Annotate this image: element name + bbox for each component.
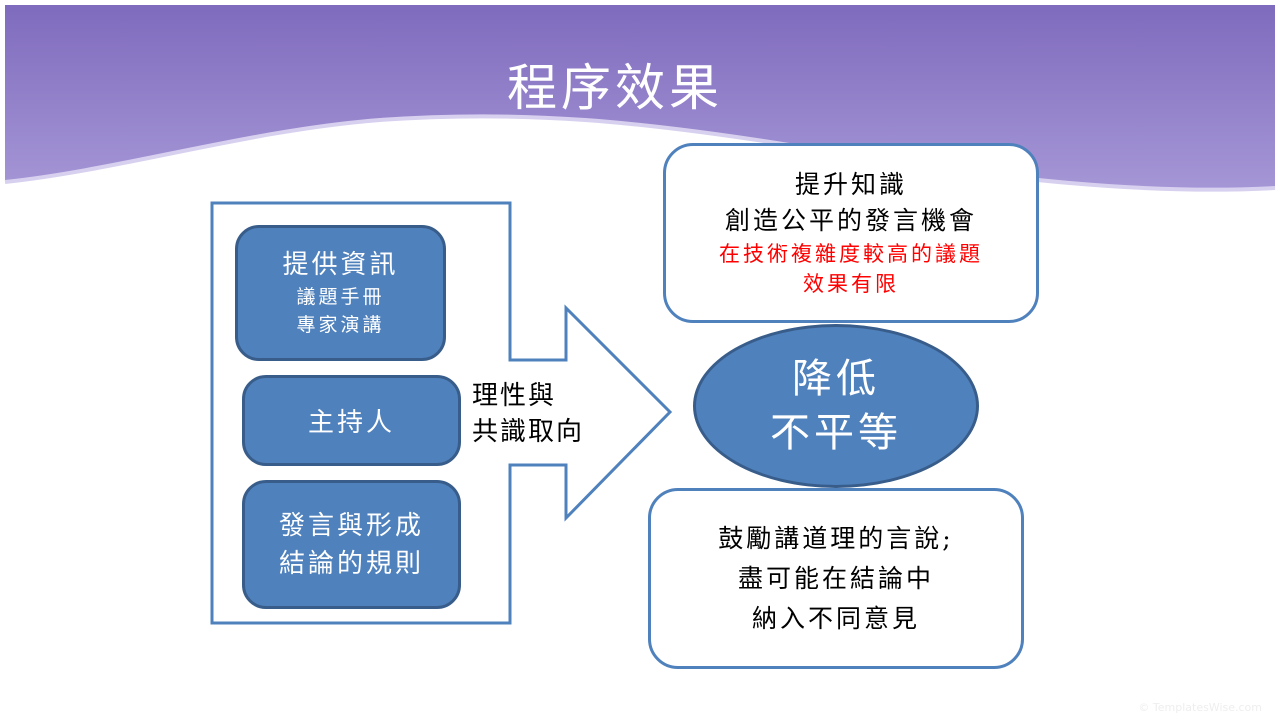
slide-title: 程序效果 [507,59,723,117]
box-moderator: 主持人 [242,375,461,466]
box-provide-info: 提供資訊 議題手冊 專家演講 [235,225,446,361]
bottom-outcome-box: 鼓勵講道理的言說; 盡可能在結論中 納入不同意見 [648,488,1024,669]
center-line: 不平等 [770,410,902,456]
arrow-label: 理性與 共識取向 [472,378,584,450]
outcome-line: 鼓勵講道理的言說; [718,523,954,553]
header-wave-highlight [4,114,1276,192]
top-outcome-box: 提升知識 創造公平的發言機會 在技術複雜度較高的議題 效果有限 [663,143,1039,323]
outcome-line: 納入不同意見 [751,603,920,633]
box-title: 提供資訊 [282,250,399,280]
arrow-label-line: 理性與 [472,381,557,411]
limitation-line: 在技術複雜度較高的議題 [719,242,983,266]
box-line: 議題手冊 [296,286,385,308]
center-ellipse: 降低 不平等 [693,324,979,488]
limitation-line: 效果有限 [803,272,899,296]
outcome-line: 提升知識 [794,170,907,199]
arrow-label-line: 共識取向 [472,417,585,447]
outcome-line: 創造公平的發言機會 [724,206,977,235]
box-title: 主持人 [307,408,395,438]
box-rules: 發言與形成 結論的規則 [242,480,461,609]
center-line: 降低 [792,356,880,402]
box-line: 發言與形成 [278,510,424,541]
box-line: 專家演講 [296,314,385,336]
watermark: © TemplatesWise.com [1138,701,1262,714]
box-line: 結論的規則 [278,548,424,579]
outcome-line: 盡可能在結論中 [737,563,934,593]
